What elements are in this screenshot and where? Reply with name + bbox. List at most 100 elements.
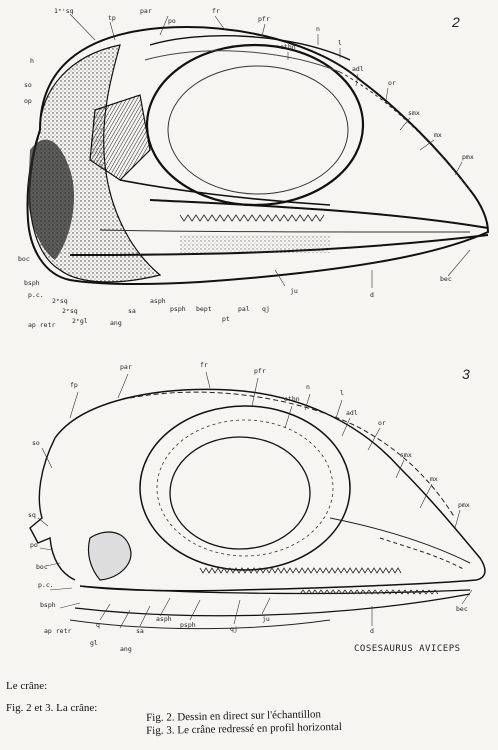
- fig3-lower-jaw-base: [69, 619, 331, 630]
- label-pc: p.c.: [38, 581, 54, 589]
- label-2e-sq-b: 2ᵉsq: [62, 307, 78, 315]
- label-ju: ju: [262, 615, 270, 623]
- label-qj: qj: [262, 305, 270, 313]
- label-sq: sq: [28, 511, 36, 519]
- label-boc: boc: [18, 255, 30, 263]
- label-or: or: [378, 419, 386, 427]
- label-d: d: [370, 291, 374, 299]
- fig3-orbit-dash: [156, 419, 334, 557]
- fig2-jaw-line: [99, 229, 471, 233]
- label-d: d: [370, 627, 374, 635]
- label-adl: adl: [346, 409, 358, 417]
- fig2-teeth: [179, 214, 325, 222]
- label-sa: sa: [128, 307, 136, 315]
- label-op: op: [24, 97, 32, 105]
- label-fr: fr: [200, 361, 208, 369]
- fig2-palate-stipple: [180, 235, 330, 253]
- label-pal: pal: [238, 305, 250, 313]
- label-pfr: pfr: [254, 367, 266, 375]
- label-1er-sq: 1ᵉʳsq: [54, 7, 74, 15]
- label-ang: ang: [120, 645, 132, 653]
- label-par: par: [120, 363, 132, 371]
- label-gl: gl: [90, 639, 98, 647]
- label-boc: boc: [36, 563, 48, 571]
- label-sa: sa: [136, 627, 144, 635]
- label-adl: adl: [352, 65, 364, 73]
- label-ang: ang: [110, 319, 122, 327]
- fig2-pterygoid: [119, 179, 331, 206]
- fig3-leader-lines: [37, 371, 473, 629]
- figure-2: 2 1ᵉʳsq tp par po fr pfr n ethn l adl or…: [0, 0, 498, 340]
- fig3-occiput: [29, 437, 76, 581]
- fig2-roof-curve: [149, 35, 351, 61]
- fig2-leader-lines: [69, 13, 471, 288]
- label-pc: p.c.: [28, 291, 44, 299]
- label-n: n: [316, 25, 320, 33]
- label-fr: fr: [212, 7, 220, 15]
- label-psph: psph: [180, 621, 196, 629]
- figure-3-drawing: [29, 371, 486, 630]
- fig3-quadrate: [87, 531, 132, 581]
- label-h: h: [30, 57, 34, 65]
- label-bec: bec: [456, 605, 468, 613]
- fig2-roof-curve-2: [144, 50, 341, 73]
- label-asph: asph: [150, 297, 166, 305]
- label-bec: bec: [440, 275, 452, 283]
- figure-3: 3 par fr pfr fp n ethn l adl or so smx m…: [0, 358, 498, 658]
- label-asph: asph: [156, 615, 172, 623]
- label-q: q: [96, 621, 100, 629]
- fig3-lower-teeth: [299, 589, 439, 595]
- label-fp: fp: [70, 381, 78, 389]
- label-mx: mx: [434, 131, 442, 139]
- fig2-dark-mass: [28, 139, 75, 260]
- label-n: n: [306, 383, 310, 391]
- label-so: so: [32, 439, 40, 447]
- fig2-orbit-inner: [167, 65, 349, 195]
- label-ap-retr: ap retr: [44, 627, 72, 635]
- label-mx: mx: [430, 475, 438, 483]
- label-bsph: bsph: [40, 601, 56, 609]
- label-bept: bept: [196, 305, 212, 313]
- fig3-teeth: [199, 567, 402, 574]
- label-psph: psph: [170, 305, 186, 313]
- label-pmx: pmx: [462, 153, 474, 161]
- fig3-orbit-inner: [169, 436, 311, 550]
- fig3-orbit-outer: [139, 405, 351, 571]
- label-pt: pt: [222, 315, 230, 323]
- label-tp: tp: [108, 14, 116, 22]
- label-qj: qj: [230, 625, 238, 633]
- label-ju: ju: [290, 287, 298, 295]
- fig3-skull-outline: [54, 388, 486, 592]
- caption-figref: Fig. 2 et 3. La crâne:: [6, 702, 98, 714]
- fig3-lower-jaw-bottom: [74, 593, 471, 617]
- label-l: l: [340, 389, 344, 397]
- species-name: COSESAURUS AVICEPS: [354, 644, 461, 654]
- label-smx: smx: [408, 109, 420, 117]
- label-or: or: [388, 79, 396, 87]
- fig2-orbit-outer: [145, 43, 365, 207]
- label-pmx: pmx: [458, 501, 470, 509]
- caption-heading: Le crâne:: [6, 680, 48, 692]
- label-smx: smx: [400, 451, 412, 459]
- fig3-maxilla-line: [329, 517, 471, 564]
- label-l: l: [338, 39, 342, 47]
- figure-2-number: 2: [452, 14, 460, 30]
- label-2e-sq: 2ᵉsq: [52, 297, 68, 305]
- label-par: par: [140, 7, 152, 15]
- label-bsph: bsph: [24, 279, 40, 287]
- label-po: po: [168, 17, 176, 25]
- label-ethn: ethn: [284, 395, 300, 403]
- figure-3-number: 3: [462, 366, 470, 382]
- label-pfr: pfr: [258, 15, 270, 23]
- fig2-quadrate-block: [89, 94, 151, 181]
- label-2e-gl: 2ᵉgl: [72, 317, 88, 325]
- fig3-premax-line: [379, 537, 466, 571]
- label-so: so: [24, 81, 32, 89]
- fig2-nasal-dash: [339, 71, 471, 191]
- fig3-lower-jaw-top: [79, 585, 471, 595]
- label-ethn: ethn: [280, 43, 296, 51]
- fig2-upper-jaw: [149, 199, 489, 229]
- label-po: po: [30, 541, 38, 549]
- fig2-skull-outline: [26, 26, 490, 286]
- figure-2-drawing: [26, 13, 490, 288]
